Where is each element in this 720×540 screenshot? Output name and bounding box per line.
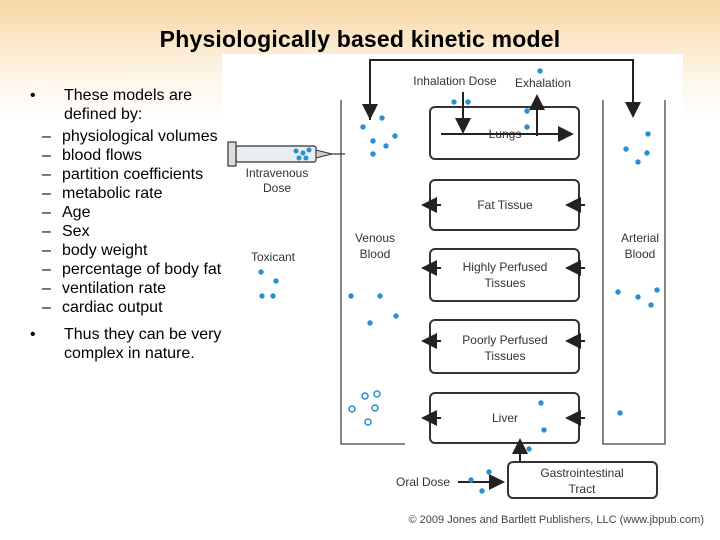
intravenous-dose-label-line2: Dose (263, 181, 291, 195)
gi-tract-label-line1: Gastrointestinal (540, 466, 623, 480)
inhalation-dose-label: Inhalation Dose (413, 74, 497, 88)
exhalation-label: Exhalation (515, 76, 571, 90)
gi-tract-compartment (507, 461, 658, 499)
syringe-icon (227, 141, 345, 167)
arterial-blood-label-line1: Arterial (621, 231, 659, 245)
sub-item-ventilation-rate: –ventilation rate (42, 280, 167, 297)
bullet-text: These models are defined by: (64, 87, 193, 123)
gi-tract-label-line2: Tract (569, 482, 597, 496)
bullet-list: • These models are defined by: –physiolo… (30, 86, 230, 363)
arterial-blood-label-line2: Blood (625, 247, 656, 261)
sub-item-cardiac-output: –cardiac output (42, 299, 163, 316)
sub-item-body-weight: –body weight (42, 242, 148, 259)
sub-item-sex: –Sex (42, 223, 90, 240)
oral-dose-label: Oral Dose (396, 475, 450, 489)
metabolite-rings (348, 390, 381, 426)
liver-label: Liver (492, 411, 518, 425)
venous-blood-label-line2: Blood (360, 247, 391, 261)
highly-perfused-compartment (429, 248, 580, 302)
sub-item-metabolic-rate: –metabolic rate (42, 185, 163, 202)
bullet-item-defined-by: • These models are defined by: (30, 86, 230, 124)
sub-item-physiological-volumes: –physiological volumes (42, 128, 218, 145)
venous-blood-vessel (340, 100, 405, 445)
slide-title: Physiologically based kinetic model (159, 26, 561, 52)
intravenous-dose-label-line1: Intravenous (246, 166, 309, 180)
sub-item-age: –Age (42, 204, 91, 221)
bullet-text: Thus they can be very complex in nature. (64, 326, 222, 362)
poorly-perfused-label-line2: Tissues (485, 349, 526, 363)
sub-bullet-list: –physiological volumes –blood flows –par… (30, 128, 230, 317)
bullet-item-complex: • Thus they can be very complex in natur… (30, 325, 230, 363)
copyright-notice: © 2009 Jones and Bartlett Publishers, LL… (408, 514, 704, 526)
highly-perfused-label-line2: Tissues (485, 276, 526, 290)
bullet-marker: • (30, 326, 36, 343)
venous-blood-label-line1: Venous (355, 231, 395, 245)
sub-item-partition-coefficients: –partition coefficients (42, 166, 204, 183)
fat-tissue-label: Fat Tissue (477, 198, 533, 212)
arterial-blood-vessel (602, 100, 666, 445)
molecule-dots (258, 68, 660, 494)
poorly-perfused-label-line1: Poorly Perfused (462, 333, 547, 347)
sub-item-blood-flows: –blood flows (42, 147, 143, 164)
sub-item-body-fat: –percentage of body fat (42, 261, 222, 278)
bullet-marker: • (30, 87, 36, 104)
toxicant-label: Toxicant (251, 250, 296, 264)
highly-perfused-label-line1: Highly Perfused (463, 260, 548, 274)
